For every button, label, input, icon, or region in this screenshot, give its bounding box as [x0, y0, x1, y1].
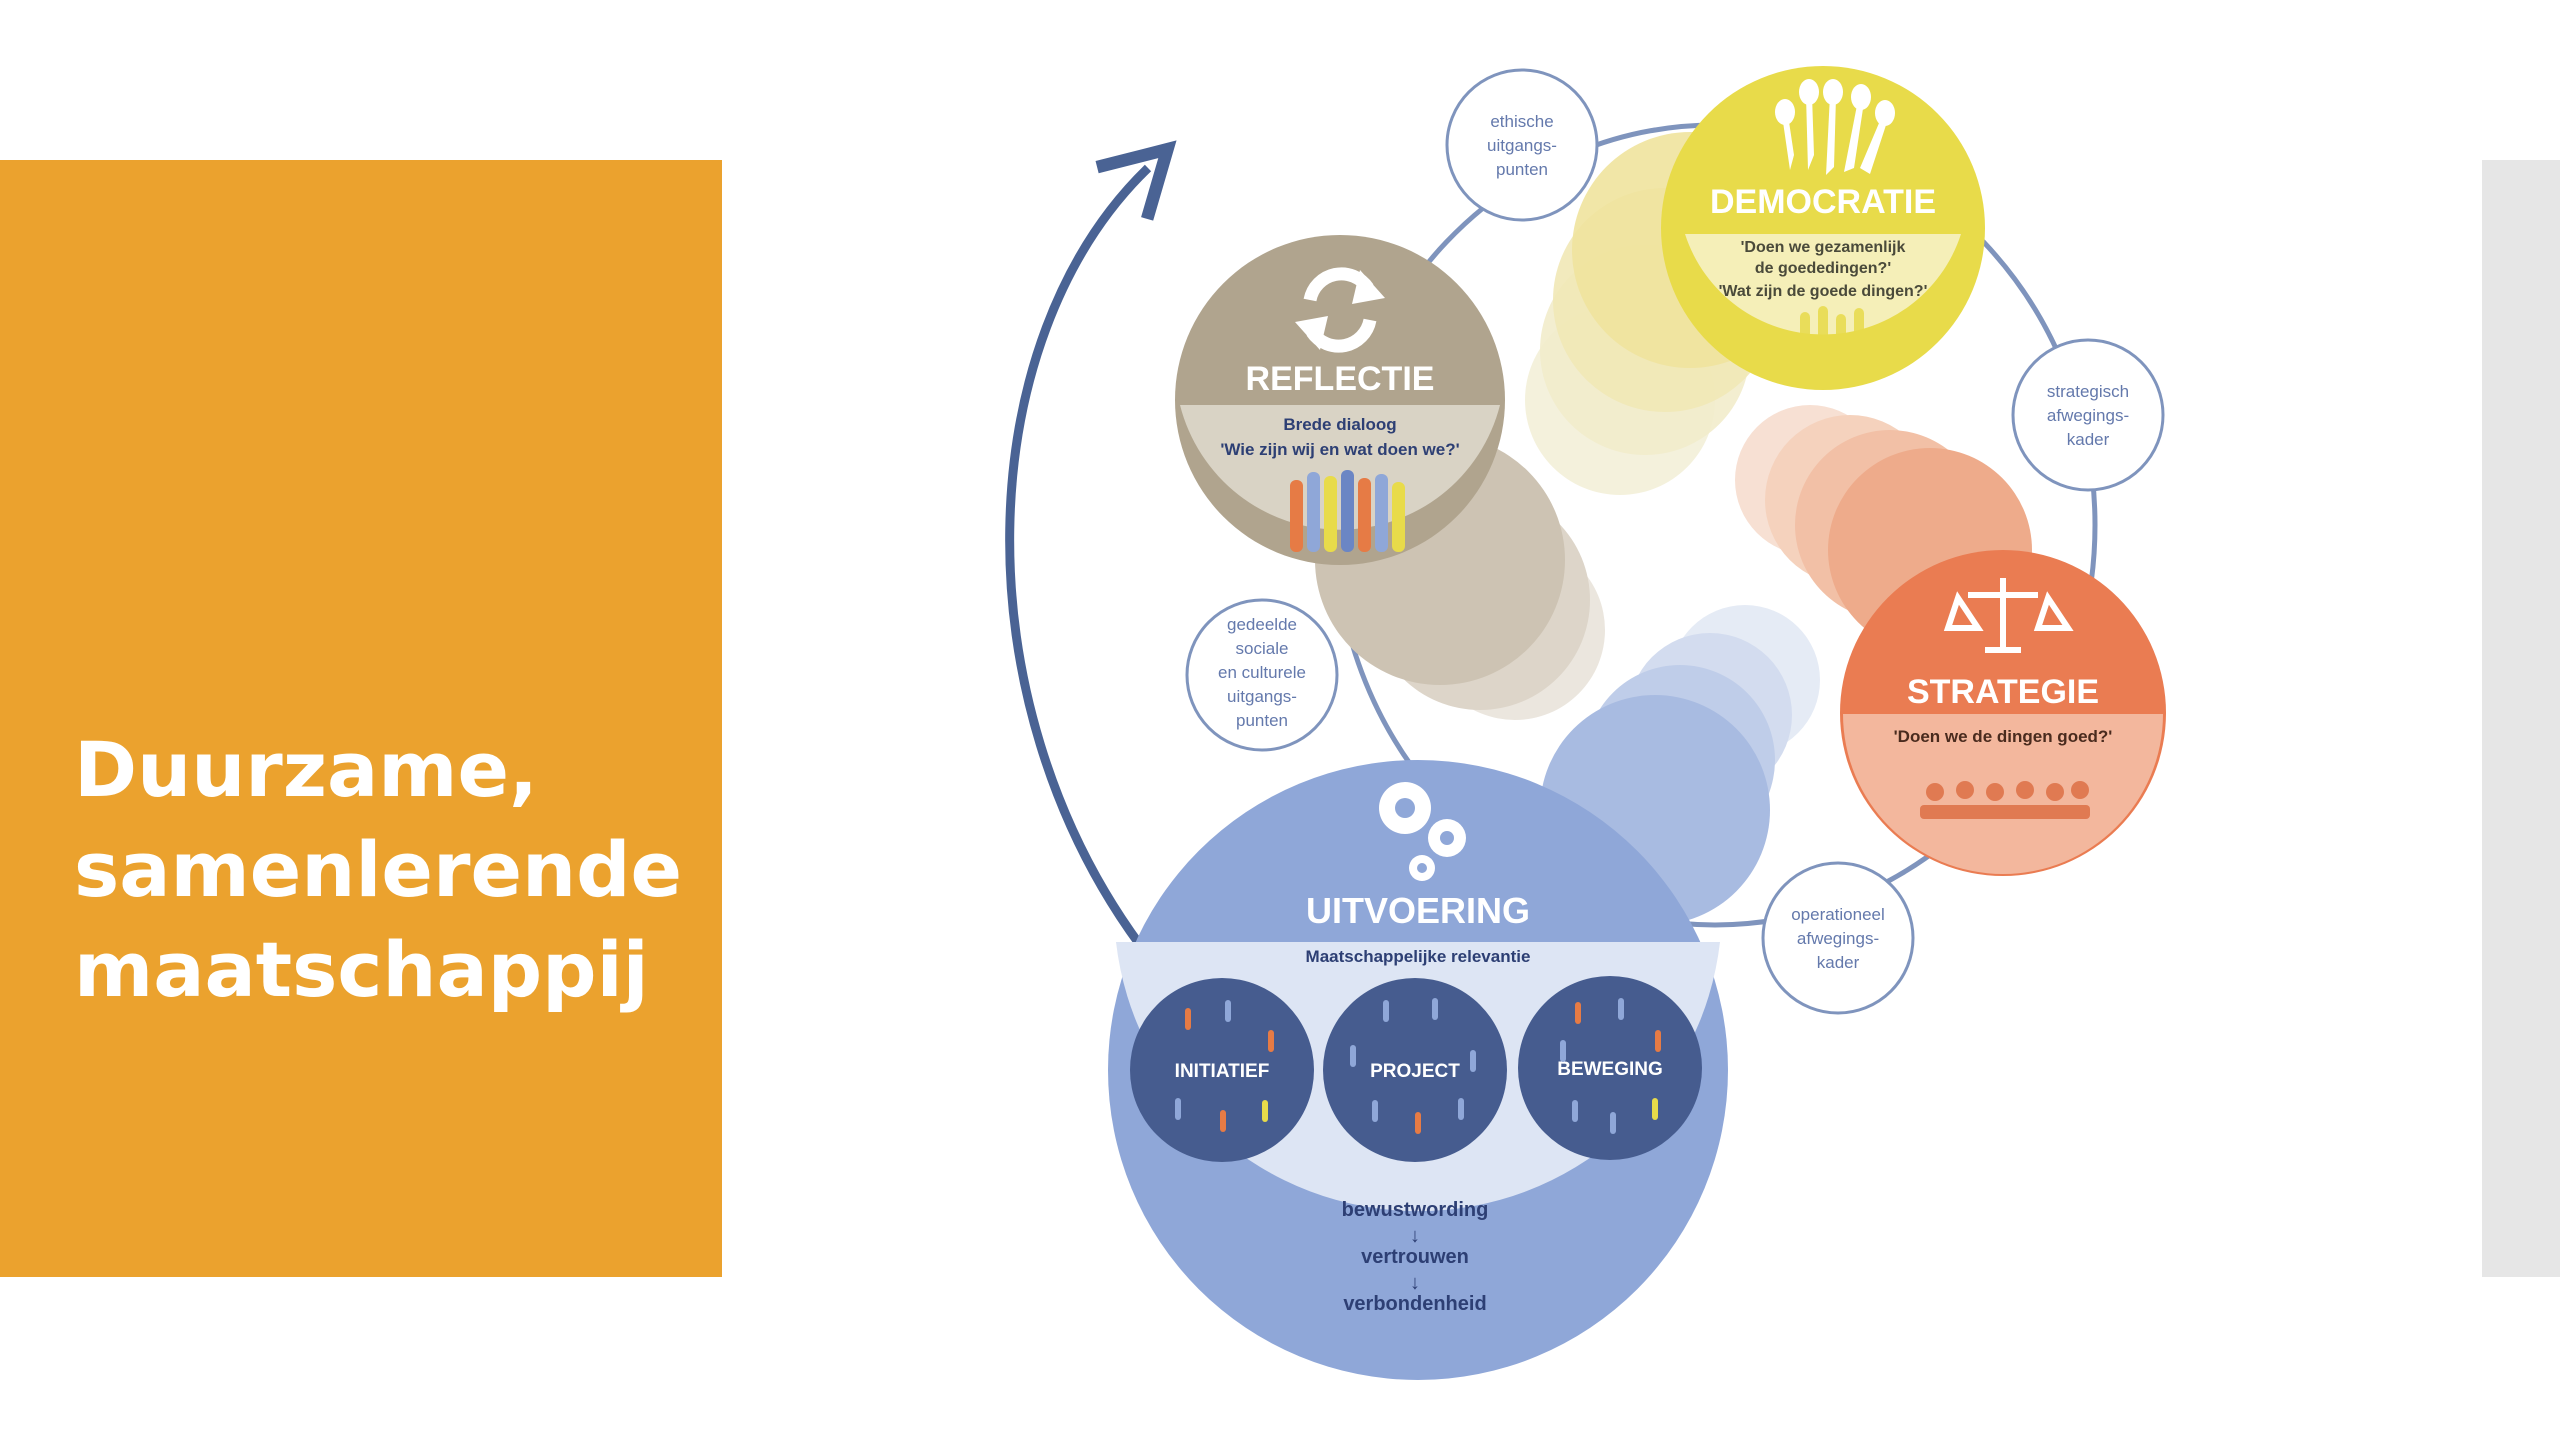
- satellite-ethische-line-3: punten: [1496, 160, 1548, 179]
- satellite-strategisch: strategisch afwegings- kader: [2011, 338, 2165, 492]
- people-icon: [1350, 998, 1476, 1134]
- satellite-operationeel-line-3: kader: [1817, 953, 1860, 972]
- democratie-title: DEMOCRATIE: [1710, 183, 1936, 221]
- satellite-ethische: ethische uitgangs- punten: [1445, 68, 1599, 222]
- title-line-2: samenlerende: [74, 825, 683, 914]
- democratie-circle: DEMOCRATIE 'Doen we gezamenlijk de goede…: [1661, 66, 1985, 390]
- cycle-arrow: [1005, 140, 1177, 948]
- strategie-circle: STRATEGIE 'Doen we de dingen goed?': [1840, 550, 2166, 876]
- raised-hands-icon: [1775, 79, 1895, 175]
- democratie-question-1: 'Doen we gezamenlijk: [1741, 239, 1906, 256]
- people-icon: [1175, 1000, 1274, 1132]
- group-initiatief: INITIATIEF: [1130, 978, 1314, 1162]
- satellite-gedeelde-line-3: en culturele: [1218, 663, 1306, 682]
- chain-step-1: bewustwording: [1342, 1199, 1489, 1221]
- slide-title: Duurzame, samenlerende maatschappij: [74, 720, 694, 1020]
- refresh-icon: [1295, 267, 1385, 353]
- scales-icon: [1943, 578, 2074, 653]
- democratie-label-band: [1685, 234, 1961, 335]
- group-initiatief-label: INITIATIEF: [1175, 1061, 1270, 1082]
- satellite-gedeelde-line-1: gedeelde: [1227, 615, 1297, 634]
- chain-arrow-2-icon: ↓: [1410, 1272, 1420, 1294]
- satellite-strategisch-line-2: afwegings-: [2047, 406, 2129, 425]
- satellite-strategisch-line-1: strategisch: [2047, 382, 2129, 401]
- crowd-icon: [1290, 470, 1405, 552]
- people-icon: [1560, 998, 1661, 1134]
- satellite-ethische-line-2: uitgangs-: [1487, 136, 1557, 155]
- reflectie-label-band: [1180, 405, 1500, 530]
- reflectie-question: 'Wie zijn wij en wat doen we?': [1220, 440, 1459, 459]
- chain-step-3: verbondenheid: [1343, 1293, 1486, 1315]
- reflectie-title: REFLECTIE: [1246, 360, 1435, 398]
- strategie-title: STRATEGIE: [1907, 673, 2099, 711]
- reflectie-subtitle: Brede dialoog: [1283, 415, 1396, 434]
- title-line-3: maatschappij: [74, 925, 649, 1014]
- satellite-operationeel-line-2: afwegings-: [1797, 929, 1879, 948]
- side-panel: [2482, 160, 2560, 1277]
- satellite-gedeelde-line-5: punten: [1236, 711, 1288, 730]
- satellite-ethische-line-1: ethische: [1490, 112, 1553, 131]
- chain-step-2: vertrouwen: [1361, 1246, 1469, 1268]
- people-silhouettes-icon: [1800, 306, 1864, 360]
- strategie-question: 'Doen we de dingen goed?': [1894, 727, 2113, 746]
- group-beweging-label: BEWEGING: [1557, 1059, 1663, 1080]
- uitvoering-trail: [1540, 605, 1820, 925]
- democratie-question-2: de goededingen?': [1755, 260, 1891, 277]
- satellite-operationeel-line-1: operationeel: [1791, 905, 1885, 924]
- satellite-gedeelde: gedeelde sociale en culturele uitgangs- …: [1185, 598, 1339, 752]
- title-panel: Duurzame, samenlerende maatschappij: [0, 160, 722, 1277]
- uitvoering-subtitle: Maatschappelijke relevantie: [1306, 947, 1531, 966]
- democratie-question-3: 'Wat zijn de goede dingen?': [1719, 283, 1928, 300]
- gears-icon: [1379, 782, 1466, 881]
- satellite-strategisch-line-3: kader: [2067, 430, 2110, 449]
- group-beweging: BEWEGING: [1518, 976, 1702, 1160]
- group-project: PROJECT: [1323, 978, 1507, 1162]
- satellite-operationeel: operationeel afwegings- kader: [1761, 861, 1915, 1015]
- reflectie-circle: REFLECTIE Brede dialoog 'Wie zijn wij en…: [1175, 235, 1505, 565]
- meeting-table-icon: [1920, 781, 2090, 819]
- group-project-label: PROJECT: [1370, 1061, 1460, 1082]
- satellite-gedeelde-line-4: uitgangs-: [1227, 687, 1297, 706]
- uitvoering-circle: UITVOERING Maatschappelijke relevantie I…: [1108, 760, 1728, 1380]
- chain-arrow-1-icon: ↓: [1410, 1225, 1420, 1247]
- title-line-1: Duurzame,: [74, 725, 538, 814]
- satellite-gedeelde-line-2: sociale: [1236, 639, 1289, 658]
- uitvoering-title: UITVOERING: [1306, 890, 1530, 931]
